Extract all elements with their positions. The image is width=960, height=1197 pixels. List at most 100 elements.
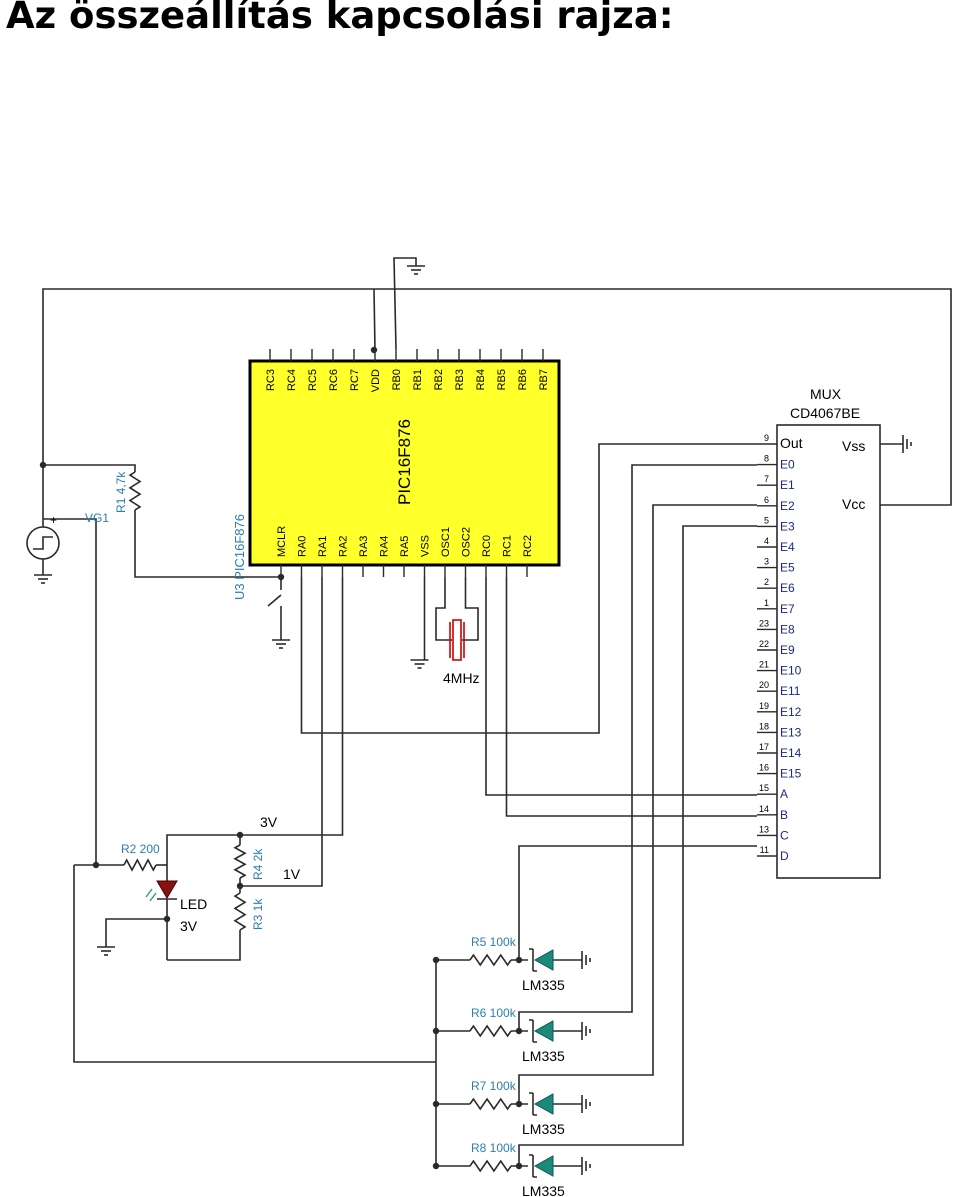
zener-bends	[529, 1092, 537, 1116]
mux-pin-number: 14	[759, 804, 769, 814]
sensor-supply-wire	[73, 865, 436, 1063]
chip-pin-label: OSC1	[440, 527, 452, 557]
mux-title: MUX	[810, 386, 842, 402]
wires	[39, 257, 952, 1170]
chip-ref-label: U3 PIC16F876	[232, 514, 247, 600]
lm335-sensor	[529, 948, 554, 972]
chip-pin-label: VSS	[420, 535, 432, 557]
page-title: Az összeállítás kapcsolási rajza:	[6, 0, 674, 37]
osc1-wire	[435, 577, 452, 641]
ra3-3v-wire	[240, 577, 344, 836]
mux-pin-number: 17	[759, 742, 769, 752]
r1-label: R1 4,7k	[114, 471, 128, 513]
sensor1-mux-wire	[518, 845, 757, 960]
r4-label: R4 2k	[251, 848, 265, 880]
crystal-4mhz	[449, 619, 465, 661]
chip-pin-label: RA2	[338, 536, 350, 557]
led-light-arrows	[145, 888, 157, 902]
sensor-part-label: LM335	[522, 1183, 565, 1197]
r1-top-wire	[43, 464, 136, 472]
zener-bends	[529, 948, 537, 972]
components	[26, 265, 912, 1178]
chip-pin-label: RC2	[522, 535, 534, 557]
sensor-diode	[533, 1093, 554, 1115]
osc2-wire	[462, 577, 479, 641]
led-gnd-wire	[105, 918, 167, 947]
chip-pin-label: RB0	[391, 369, 403, 390]
mux-pin-number: 2	[764, 577, 769, 587]
chip-pin-label: RB6	[517, 369, 529, 390]
led-top-wire	[166, 834, 240, 865]
sensor-ground	[581, 951, 591, 969]
sensor-part-label: LM335	[522, 977, 565, 993]
mux-pin-label: E12	[780, 705, 802, 719]
chip-pin-label: RB2	[433, 369, 445, 390]
vdd-wire	[373, 288, 376, 351]
chip-pin-label: RC3	[265, 369, 277, 391]
mux-pin-label: E4	[780, 540, 795, 554]
r3-bottom-wire	[167, 930, 241, 961]
vg1-label: VG1	[85, 511, 109, 525]
mux-pin-number: 6	[764, 495, 769, 505]
mux-pin-label: B	[780, 808, 788, 822]
mux-vss-label: Vss	[842, 438, 865, 454]
sensor-resistor-label: R8 100k	[471, 1141, 517, 1155]
vg1-source	[26, 526, 60, 560]
rb0-wire	[393, 257, 417, 350]
rc0-a-wire	[485, 577, 757, 796]
switch-lever	[267, 594, 282, 607]
led-voltage-label: 3V	[180, 918, 198, 934]
mux-pin-label: A	[780, 787, 788, 801]
mux-pin-label: E14	[780, 746, 802, 760]
sensor-ground	[581, 1095, 591, 1113]
sensor2-mux-wire	[518, 464, 757, 1031]
junction-dot	[370, 346, 378, 354]
pic16f876-chip	[248, 359, 561, 567]
lm335-sensor	[529, 1019, 554, 1043]
chip-pin-label: OSC2	[461, 527, 473, 557]
mux-pin-label: E7	[780, 602, 795, 616]
chip-pin-label: RA3	[358, 536, 370, 557]
ra0-out-wire	[300, 443, 757, 734]
chip-pin-label: RB3	[454, 369, 466, 390]
mux-vcc-label: Vcc	[842, 496, 865, 512]
node-3v-label: 3V	[260, 814, 278, 830]
chip-pin-label: RC5	[307, 369, 319, 391]
sw-ground	[272, 639, 290, 649]
chip-pin-label: RA4	[379, 536, 391, 557]
crystal-label: 4MHz	[443, 670, 480, 686]
node-1v-label: 1V	[283, 866, 301, 882]
chip-pin-label: RA0	[297, 536, 309, 557]
lm335-sensor	[529, 1154, 554, 1178]
sensor-resistor	[469, 1024, 512, 1038]
crystal-body	[452, 619, 462, 661]
mux-pin-number: 18	[759, 721, 769, 731]
vss-ground	[410, 659, 429, 669]
mux-pin-number: 15	[759, 783, 769, 793]
r2-label: R2 200	[121, 842, 160, 856]
vg1-ground	[34, 574, 52, 584]
r2-resistor	[123, 858, 157, 872]
sensor-part-label: LM335	[522, 1048, 565, 1064]
mux-pin-label: E8	[780, 622, 795, 636]
sensor-resistor	[469, 1097, 512, 1111]
plus-sign: +	[50, 513, 57, 527]
mux-pin-label: E10	[780, 664, 802, 678]
r1-resistor	[128, 471, 142, 511]
sensor-ground	[581, 1157, 591, 1175]
led-diode	[145, 880, 178, 902]
lm335-sensor	[529, 1092, 554, 1116]
mux-pin-number: 22	[759, 639, 769, 649]
zener-bends	[529, 1019, 537, 1043]
chip-pin-label: RC7	[349, 369, 361, 391]
r4-resistor	[233, 844, 247, 879]
sensor-diode	[533, 1155, 554, 1177]
chip-pin-label: RA1	[317, 536, 329, 557]
chip-pin-label: RB1	[412, 369, 424, 390]
mux-pin-label: D	[780, 849, 789, 863]
mux-pin-number: 9	[764, 433, 769, 443]
mux-pin-label: E13	[780, 725, 802, 739]
mux-pin-label: E3	[780, 519, 795, 533]
